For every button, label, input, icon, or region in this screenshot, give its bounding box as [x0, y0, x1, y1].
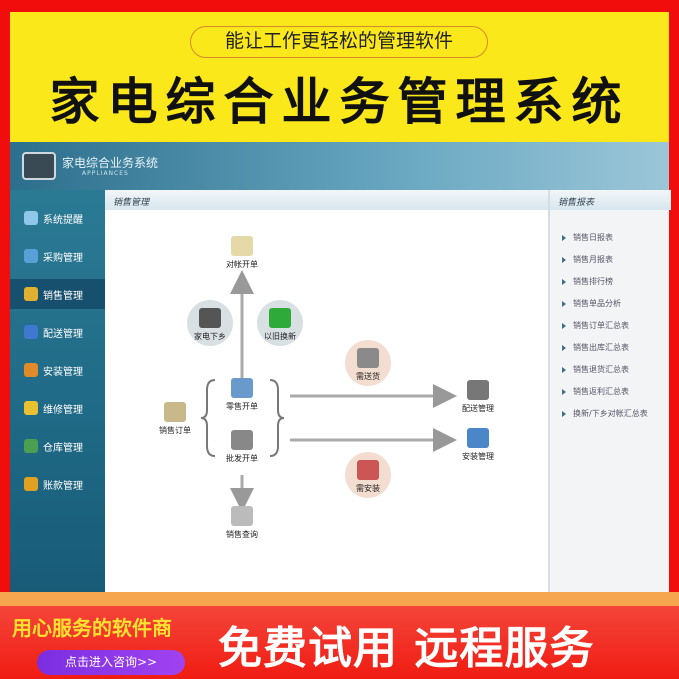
- sidebar-item[interactable]: 仓库管理: [10, 431, 105, 461]
- sidebar-item[interactable]: 配送管理: [10, 317, 105, 347]
- cart-icon: [231, 430, 253, 450]
- report-label: 换新/下乡对帐汇总表: [573, 409, 648, 418]
- tagline: 能让工作更轻松的管理软件: [190, 26, 488, 58]
- report-link[interactable]: 销售单品分析: [562, 298, 621, 309]
- nav-icon: [24, 363, 38, 377]
- tv-icon: [199, 308, 221, 328]
- report-label: 销售退货汇总表: [573, 365, 629, 374]
- pen-icon: [231, 236, 253, 256]
- node-dingdan[interactable]: 销售订单: [145, 402, 205, 436]
- monitor-logo-icon: [22, 152, 56, 180]
- sidebar-item[interactable]: 采购管理: [10, 241, 105, 271]
- triangle-right-icon: [562, 322, 566, 329]
- node-yijiu[interactable]: 以旧换新: [250, 308, 310, 342]
- triangle-right-icon: [562, 410, 566, 417]
- checklist-icon: [467, 428, 489, 448]
- nav-icon: [24, 249, 38, 263]
- truck-icon: [357, 348, 379, 368]
- flow-arrows: [200, 270, 457, 512]
- node-lingshou[interactable]: 零售开单: [212, 378, 272, 412]
- tools-icon: [357, 460, 379, 480]
- sidebar-item[interactable]: 账款管理: [10, 469, 105, 499]
- node-peisong[interactable]: 配送管理: [448, 380, 508, 414]
- report-panel: 销售报表 销售日报表销售月报表销售排行榜销售单品分析销售订单汇总表销售出库汇总表…: [548, 190, 671, 592]
- app-header: 家电综合业务系统 APPLIANCES: [10, 142, 669, 190]
- triangle-right-icon: [562, 256, 566, 263]
- sidebar-item-label: 仓库管理: [43, 442, 83, 454]
- nav-icon: [24, 477, 38, 491]
- footer-slogan: 用心服务的软件商: [12, 616, 172, 640]
- sidebar-item-label: 账款管理: [43, 480, 83, 492]
- report-label: 销售订单汇总表: [573, 321, 629, 330]
- report-link[interactable]: 销售订单汇总表: [562, 320, 629, 331]
- sidebar-item-label: 安装管理: [43, 366, 83, 378]
- sidebar-item-label: 销售管理: [43, 290, 83, 302]
- triangle-right-icon: [562, 278, 566, 285]
- main-panel-title: 销售管理: [105, 190, 548, 210]
- top-banner: [10, 12, 669, 142]
- nav-icon: [24, 287, 38, 301]
- report-label: 销售单品分析: [573, 299, 621, 308]
- nav-icon: [24, 401, 38, 415]
- sidebar-item[interactable]: 系统提醒: [10, 203, 105, 233]
- triangle-right-icon: [562, 388, 566, 395]
- nav-icon: [24, 325, 38, 339]
- nav-icon: [24, 211, 38, 225]
- sidebar-item-label: 采购管理: [43, 252, 83, 264]
- report-label: 销售出库汇总表: [573, 343, 629, 352]
- nav-icon: [24, 439, 38, 453]
- sidebar-item-label: 系统提醒: [43, 214, 83, 226]
- node-pifa[interactable]: 批发开单: [212, 430, 272, 464]
- report-link[interactable]: 销售排行榜: [562, 276, 613, 287]
- triangle-right-icon: [562, 234, 566, 241]
- report-link[interactable]: 销售退货汇总表: [562, 364, 629, 375]
- footer-headline: 免费试用 远程服务: [218, 623, 595, 674]
- right-brace: [269, 379, 285, 457]
- node-anzhuang[interactable]: 安装管理: [448, 428, 508, 462]
- node-chaxun[interactable]: 销售查询: [212, 506, 272, 540]
- triangle-right-icon: [562, 300, 566, 307]
- app-subtitle: APPLIANCES: [82, 170, 129, 177]
- report-link[interactable]: 换新/下乡对帐汇总表: [562, 408, 648, 419]
- printer-icon: [231, 506, 253, 526]
- consult-button[interactable]: 点击进入咨询>>: [37, 650, 185, 675]
- document-icon: [164, 402, 186, 422]
- app-title: 家电综合业务系统: [62, 156, 159, 170]
- report-link[interactable]: 销售日报表: [562, 232, 613, 243]
- node-xusonghuo[interactable]: 需送货: [338, 348, 398, 382]
- node-duizhang[interactable]: 对帐开单: [212, 236, 272, 270]
- report-link[interactable]: 销售返利汇总表: [562, 386, 629, 397]
- report-label: 销售返利汇总表: [573, 387, 629, 396]
- basket-icon: [231, 378, 253, 398]
- sidebar-item[interactable]: 安装管理: [10, 355, 105, 385]
- sidebar-item[interactable]: 维修管理: [10, 393, 105, 423]
- node-xuanzhuang[interactable]: 需安装: [338, 460, 398, 494]
- sidebar-item[interactable]: 销售管理: [10, 279, 105, 309]
- main-panel: 销售管理 对帐开单 家电下乡 以旧换新 零售开单 批发开单 销售订单 销售查询 …: [105, 190, 548, 592]
- report-label: 销售日报表: [573, 233, 613, 242]
- report-label: 销售排行榜: [573, 277, 613, 286]
- report-link[interactable]: 销售月报表: [562, 254, 613, 265]
- check-icon: [269, 308, 291, 328]
- triangle-right-icon: [562, 344, 566, 351]
- car-icon: [467, 380, 489, 400]
- triangle-right-icon: [562, 366, 566, 373]
- banner-title: 家电综合业务管理系统: [49, 72, 630, 131]
- left-brace: [200, 379, 216, 457]
- sidebar-item-label: 维修管理: [43, 404, 83, 416]
- node-jiadian[interactable]: 家电下乡: [180, 308, 240, 342]
- sidebar-item-label: 配送管理: [43, 328, 83, 340]
- app-window: 家电综合业务系统 APPLIANCES 系统提醒采购管理销售管理配送管理安装管理…: [10, 142, 671, 592]
- report-label: 销售月报表: [573, 255, 613, 264]
- report-link[interactable]: 销售出库汇总表: [562, 342, 629, 353]
- report-panel-title: 销售报表: [550, 190, 671, 210]
